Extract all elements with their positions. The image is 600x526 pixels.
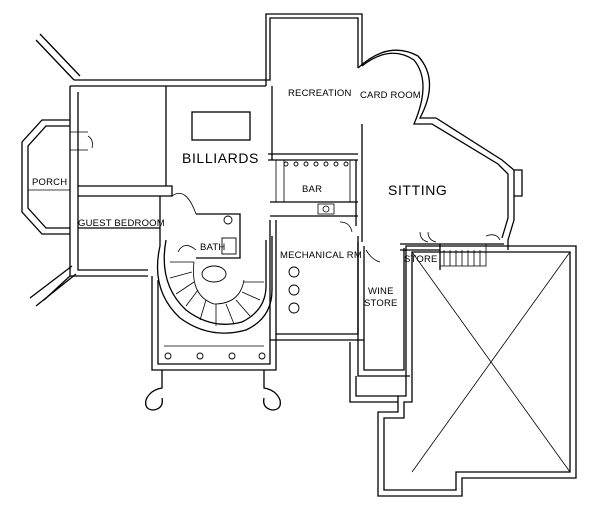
bar-counters	[275, 159, 357, 215]
interior-walls	[78, 86, 504, 403]
store-stair	[440, 234, 501, 267]
label-mechanical: MECHANICAL RM	[280, 250, 362, 261]
label-guest-bedroom: GUEST BEDROOM	[78, 218, 165, 229]
label-porch: PORCH	[32, 177, 67, 188]
label-billiards: BILLIARDS	[182, 150, 259, 166]
label-wine: WINE	[368, 286, 394, 297]
porch-bay	[21, 119, 88, 235]
label-store: STORE	[404, 254, 438, 265]
door-swings	[87, 135, 437, 263]
lower-terrace	[145, 276, 281, 411]
room-labels: RECREATION CARD ROOM BILLIARDS BAR SITTI…	[32, 88, 447, 309]
billiard-table	[191, 111, 251, 141]
label-wine-store: STORE	[364, 298, 398, 309]
label-sitting: SITTING	[388, 182, 447, 198]
label-recreation: RECREATION	[288, 88, 352, 99]
mechanical-units	[288, 266, 300, 314]
stair-rotunda	[156, 192, 273, 334]
label-card-room: CARD ROOM	[360, 90, 421, 101]
label-bath: BATH	[200, 242, 225, 253]
exterior-walls	[29, 13, 577, 497]
label-bar: BAR	[302, 184, 322, 195]
